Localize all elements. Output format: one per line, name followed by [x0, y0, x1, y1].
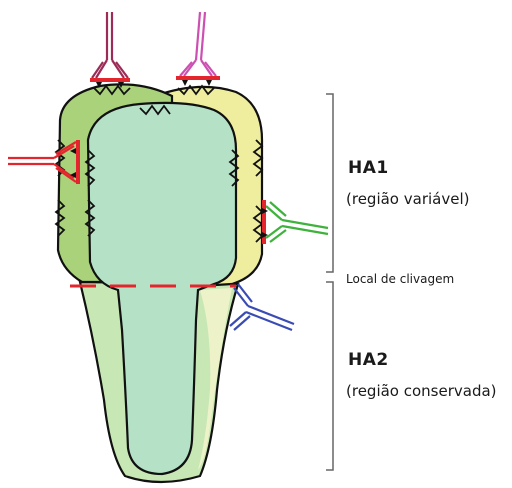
antibody-right-green	[266, 202, 328, 242]
antibody-top-maroon	[92, 12, 128, 78]
ha1-bracket	[326, 94, 333, 272]
ha1-subtitle: (região variável)	[346, 190, 469, 208]
cleavage-site-label: Local de clivagem	[346, 272, 454, 286]
ha2-subtitle: (região conservada)	[346, 382, 497, 400]
ha2-bracket	[326, 282, 333, 470]
ha1-title: HA1	[348, 158, 389, 178]
antibody-top-pink	[180, 12, 216, 76]
ha2-title: HA2	[348, 350, 389, 370]
antibody-stalk-blue	[230, 284, 294, 330]
